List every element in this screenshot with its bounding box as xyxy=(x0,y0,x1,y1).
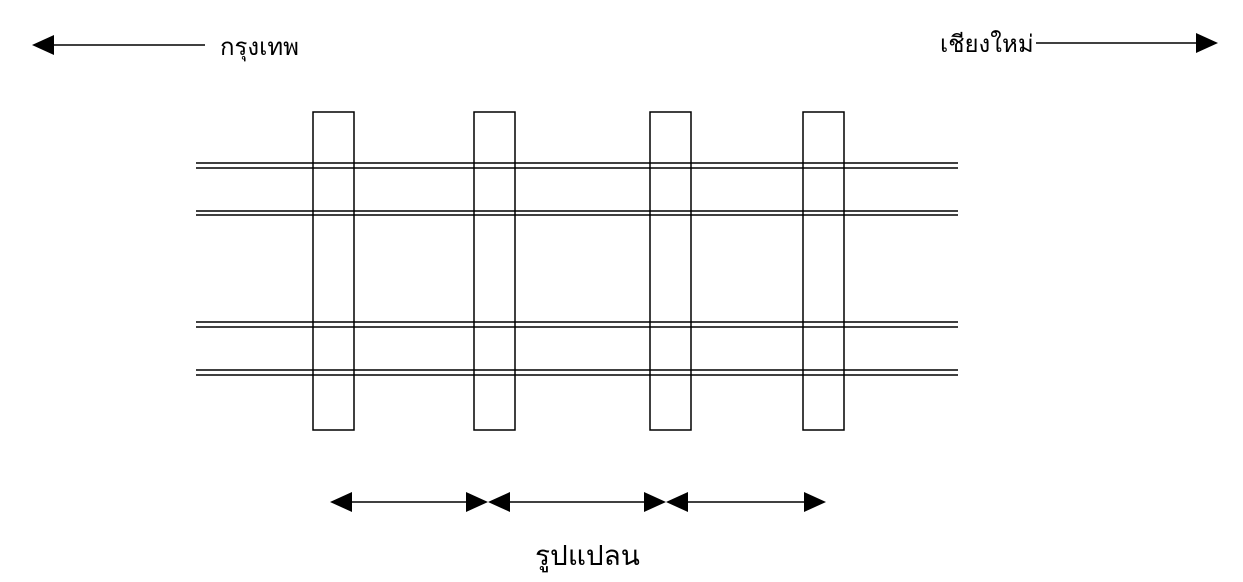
arrowhead-right-icon xyxy=(644,492,666,512)
sleepers xyxy=(312,111,845,431)
rails xyxy=(196,162,958,376)
arrowhead-left-icon xyxy=(666,492,688,512)
arrowhead-left-icon xyxy=(488,492,510,512)
left-direction-arrow xyxy=(32,35,205,55)
spacing-arrow-1 xyxy=(330,492,488,512)
diagram-caption: รูปแปลน xyxy=(535,539,640,573)
sleeper-2 xyxy=(473,111,516,431)
arrowhead-left-icon xyxy=(330,492,352,512)
rail-2 xyxy=(196,210,958,216)
spacing-arrow-3 xyxy=(666,492,826,512)
rail-3 xyxy=(196,321,958,328)
sleeper-1 xyxy=(312,111,355,431)
spacing-arrow-2 xyxy=(488,492,666,512)
right-direction-arrow xyxy=(1036,33,1218,53)
sleeper-3 xyxy=(649,111,692,431)
right-destination-label: เชียงใหม่ xyxy=(940,30,1034,58)
rail-1 xyxy=(196,162,958,169)
left-destination-label: กรุงเทพ xyxy=(220,33,299,62)
spacing-arrows xyxy=(330,492,826,512)
arrowhead-right-icon xyxy=(804,492,826,512)
right-arrowhead-icon xyxy=(1196,33,1218,53)
sleeper-4 xyxy=(802,111,845,431)
rail-4 xyxy=(196,369,958,376)
arrowhead-right-icon xyxy=(466,492,488,512)
left-arrowhead-icon xyxy=(32,35,54,55)
